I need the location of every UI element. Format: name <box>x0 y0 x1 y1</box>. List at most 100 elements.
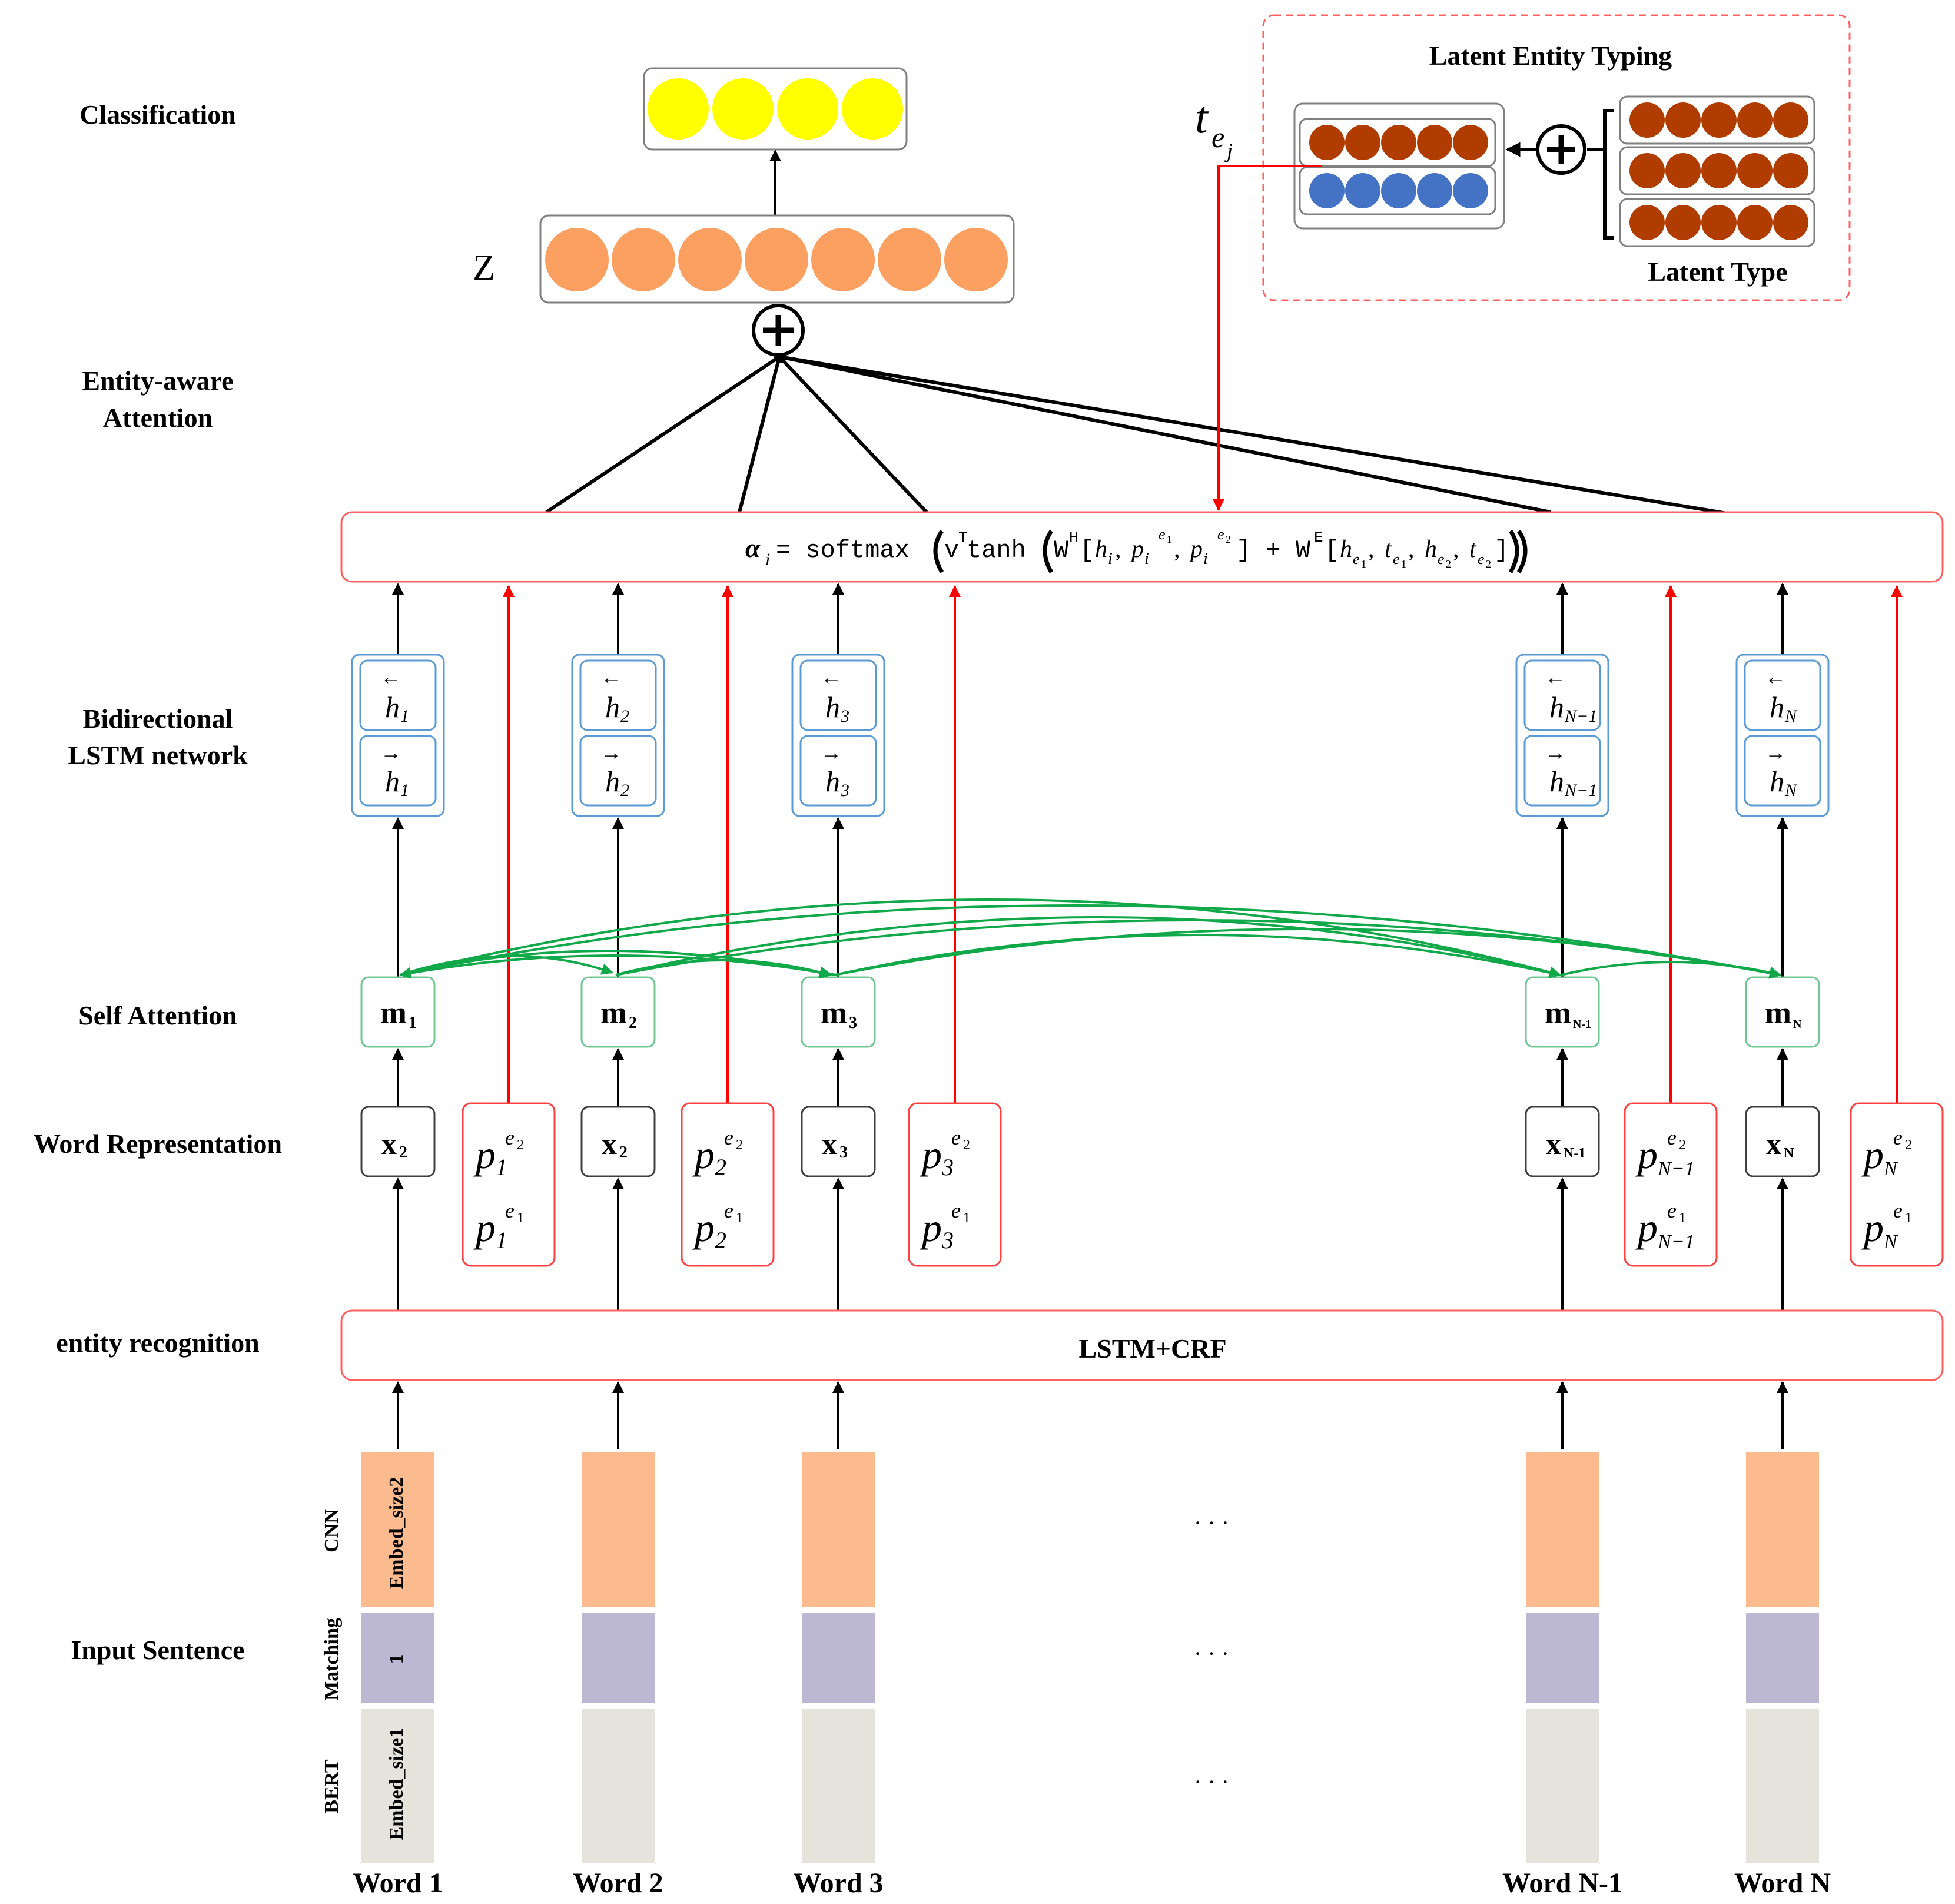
latent-type-node <box>1665 153 1701 188</box>
forward-arrow-icon: → <box>821 741 842 764</box>
self-attention-cell <box>801 976 876 1048</box>
svg-text:1: 1 <box>1361 558 1366 570</box>
p-e2-sup: e <box>951 1126 961 1149</box>
backward-state <box>359 659 437 731</box>
backward-h-sub: N−1 <box>1564 706 1597 726</box>
cnn-label: CNN <box>321 1509 343 1553</box>
p-e1-letter: p <box>920 1205 942 1250</box>
backward-h-sub: 2 <box>620 706 629 726</box>
t-ej-label: t e j <box>1195 91 1233 162</box>
forward-state <box>799 735 877 807</box>
latent-entity-node-brown <box>1309 125 1345 160</box>
latent-entity-node-blue <box>1381 173 1416 208</box>
svg-text:e: e <box>1393 550 1400 568</box>
svg-text:2: 2 <box>1446 558 1451 570</box>
p-e1-letter: p <box>473 1205 496 1250</box>
attention-formula: α i = softmax v T tanh W H [ h i , p i e… <box>745 526 1528 573</box>
classification-node <box>842 78 903 140</box>
p-e2-sup: e <box>1667 1126 1677 1149</box>
position-feature-cell <box>1850 1102 1944 1267</box>
latent-type-node <box>1629 205 1665 240</box>
label-input-sentence: Input Sentence <box>71 1635 244 1665</box>
backward-h: h <box>825 691 840 724</box>
latent-entity-node-blue <box>1453 173 1488 208</box>
bert-embedding-segment <box>582 1709 655 1863</box>
svg-text:tanh: tanh <box>967 536 1026 565</box>
latent-entity-node-blue <box>1345 173 1380 208</box>
svg-text:]: ] <box>1494 536 1509 565</box>
forward-h-sub: 1 <box>400 781 409 800</box>
svg-text:h: h <box>1425 536 1437 563</box>
latent-type-node <box>1701 102 1737 138</box>
svg-text:W: W <box>1054 536 1069 565</box>
bert-embedding-segment <box>802 1709 875 1863</box>
backward-h: h <box>1549 691 1564 724</box>
fan-junction <box>774 353 785 363</box>
z-label: Z <box>473 248 495 288</box>
m-letter: m <box>1545 995 1571 1030</box>
p-e2-letter: p <box>473 1132 496 1177</box>
forward-arrow-icon: → <box>380 741 401 764</box>
position-feature-cell <box>908 1102 1002 1267</box>
svg-text:,: , <box>1453 536 1459 563</box>
svg-text:,: , <box>1408 536 1415 563</box>
forward-h: h <box>825 765 840 798</box>
word-vector-cell <box>801 1106 876 1177</box>
forward-h: h <box>1770 765 1784 798</box>
p-e1-sup: e <box>1667 1199 1677 1222</box>
svg-text:i: i <box>1203 550 1208 568</box>
word-vector-cell <box>580 1106 656 1177</box>
p-e2-letter: p <box>692 1132 715 1177</box>
svg-text:p: p <box>1130 536 1144 563</box>
m-letter: m <box>380 995 407 1030</box>
label-word-representation: Word Representation <box>34 1129 282 1159</box>
m-letter: m <box>600 995 627 1030</box>
plus-combiner-icon <box>752 304 805 357</box>
backward-state <box>579 659 657 731</box>
embedding-side-labels: CNN Matching BERT Embed_size2 1 Embed_si… <box>321 1477 407 1840</box>
latent-type-bracket <box>1603 109 1614 240</box>
p-e2-sub: 1 <box>496 1154 507 1180</box>
word-label: Word N <box>1734 1867 1831 1899</box>
bert-embedding-segment <box>361 1709 434 1863</box>
cnn-embedding-segment <box>1526 1452 1599 1607</box>
svg-text:,: , <box>1368 536 1375 563</box>
p-e2-sup-n: 2 <box>517 1137 524 1153</box>
p-e2-sup-n: 2 <box>736 1137 743 1153</box>
svg-text:e: e <box>1353 550 1360 568</box>
svg-text:1: 1 <box>1401 558 1406 570</box>
p-e2-sup: e <box>1893 1126 1903 1149</box>
x-letter: x <box>822 1127 837 1161</box>
attention-formula-box <box>340 511 1944 583</box>
latent-type-node <box>1737 205 1773 240</box>
latent-type-node <box>1665 102 1701 138</box>
layer-labels: Classification Entity-aware Attention Bi… <box>34 99 282 1665</box>
bert-embedding-segment <box>1746 1709 1819 1863</box>
label-bidirectional: Bidirectional <box>83 704 233 734</box>
latent-entity-node-brown <box>1381 125 1416 160</box>
forward-h-sub: 2 <box>620 781 629 800</box>
p-e2-sup-n: 2 <box>963 1137 970 1153</box>
p-e1-sub: N−1 <box>1657 1231 1695 1253</box>
cnn-embedding-segment <box>802 1452 875 1607</box>
p-e2-sub: N−1 <box>1657 1158 1695 1180</box>
latent-type-node <box>1737 153 1773 188</box>
p-e1-sup: e <box>1893 1199 1903 1222</box>
self-attention-cell <box>580 976 656 1048</box>
svg-text:2: 2 <box>1226 533 1231 545</box>
z-node <box>944 228 1008 291</box>
forward-arrow-icon: → <box>600 741 622 764</box>
self-attention-cell <box>1525 976 1600 1048</box>
p-e1-sup: e <box>951 1199 961 1222</box>
forward-state <box>359 735 437 807</box>
forward-state <box>1744 735 1821 807</box>
x-letter: x <box>602 1127 617 1161</box>
word-vector-cell <box>360 1106 436 1177</box>
p-e2-sub: 3 <box>941 1154 954 1180</box>
ellipsis-matching: · · · <box>1194 1640 1229 1667</box>
matching-embedding-segment <box>361 1613 434 1703</box>
